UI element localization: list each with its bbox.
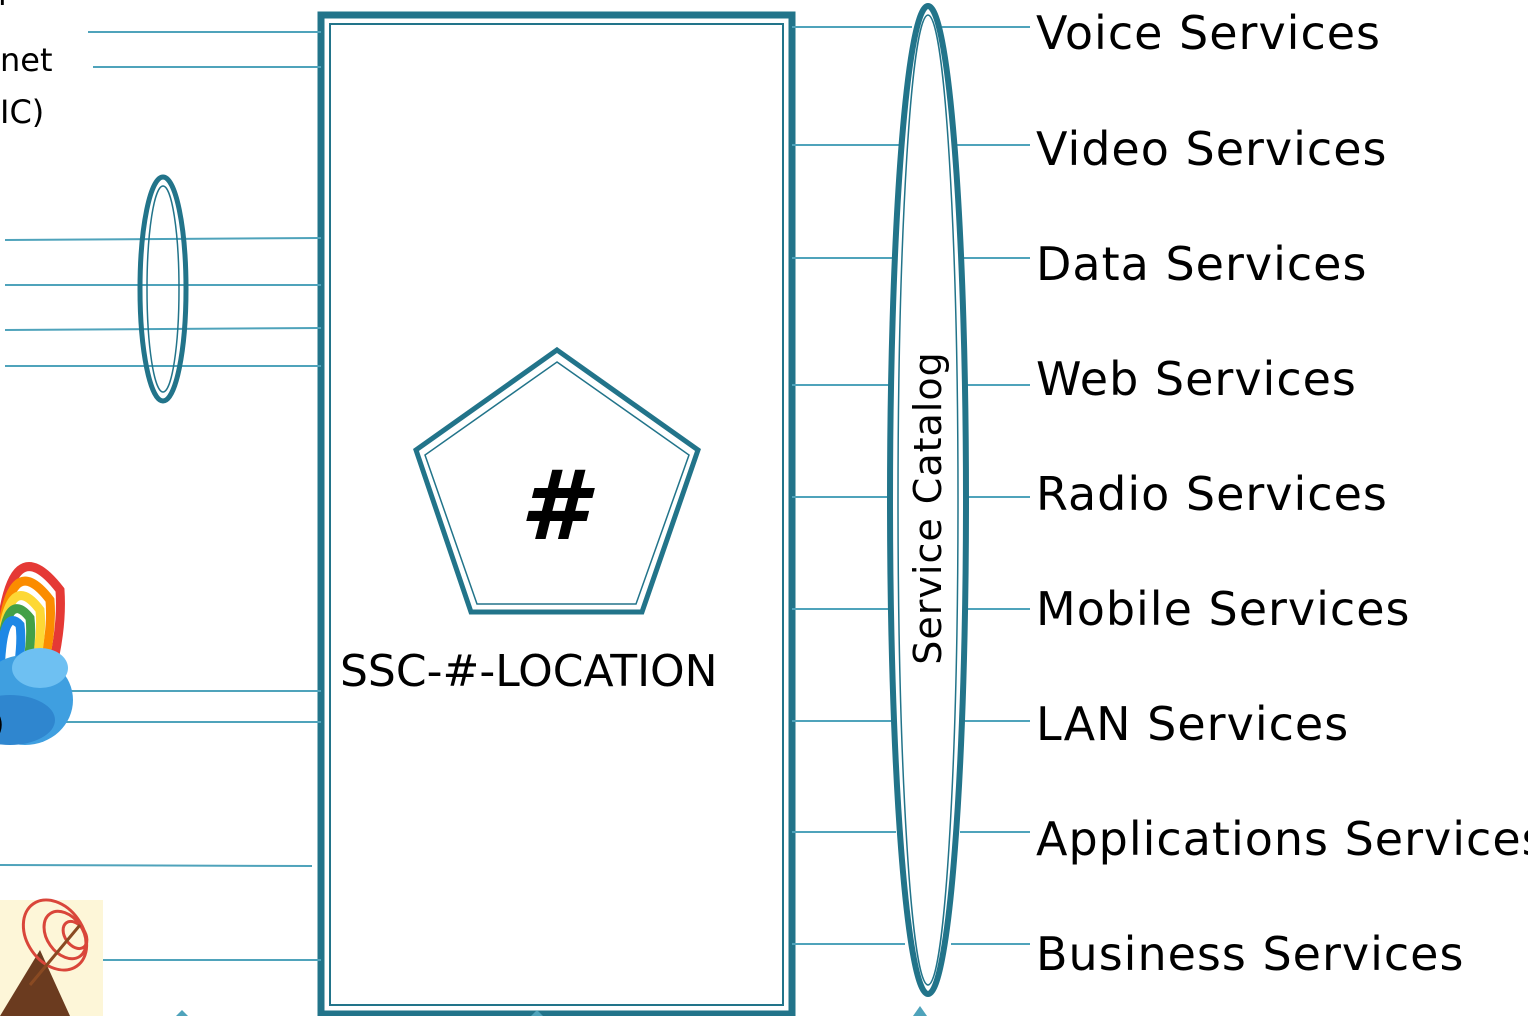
rainbow-cloud-icon [0,562,73,745]
service-label: Radio Services [1036,467,1388,521]
left-label-fragment: ) [0,708,4,740]
arrow-up-icon [176,1006,927,1016]
service-label: Web Services [1036,352,1357,406]
left-bundle-ellipse [137,174,189,404]
pentagon-shape [413,346,701,615]
center-node-label: SSC-#-LOCATION [340,646,718,697]
left-label-fragment: net [0,41,53,79]
left-label-fragment: IC) [0,93,45,131]
service-label: Voice Services [1036,6,1382,60]
service-label: Video Services [1036,122,1388,176]
ssc-node-box [317,11,796,1016]
service-label: Data Services [1036,237,1368,291]
service-label: LAN Services [1036,697,1350,751]
service-label: Business Services [1036,927,1465,981]
right-inner-lines [792,26,912,945]
service-label: Mobile Services [1036,582,1411,636]
service-label: Applications Services [1036,812,1528,866]
service-catalog-label: Service Catalog [906,351,950,665]
right-outer-lines [942,26,1030,945]
satellite-dish-icon [0,898,103,1016]
center-node-symbol: # [520,450,587,562]
left-connector-lines [0,31,322,961]
service-catalog-ellipse [887,3,969,997]
left-label-fragment: r [0,0,11,10]
